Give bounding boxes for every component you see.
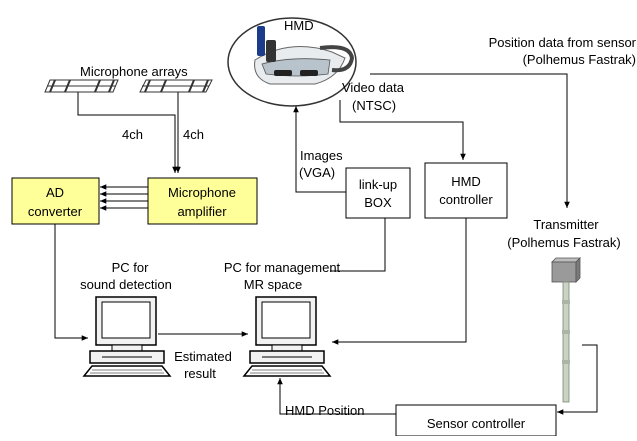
linkup-box bbox=[345, 167, 411, 219]
microphone-amplifier-label-1: Microphone bbox=[168, 185, 236, 200]
ad-to-pc-sound-line bbox=[54, 224, 88, 341]
mic-left-to-ad-line bbox=[77, 86, 178, 173]
linkup-to-pc-mgmt-line bbox=[330, 218, 386, 272]
pc-sound-label-1: PC for bbox=[112, 260, 150, 275]
microphone-array-left bbox=[44, 79, 119, 93]
estimated-result-label-1: Estimated bbox=[174, 349, 232, 364]
microphone-amplifier-label-2: amplifier bbox=[177, 204, 227, 219]
video-data-label-1: Video data bbox=[342, 80, 405, 95]
hmd-controller-label-2: controller bbox=[439, 192, 493, 207]
sensor-controller-label: Sensor controller bbox=[427, 416, 526, 431]
video-data-label-2: (NTSC) bbox=[352, 98, 396, 113]
pc-mgmt-label-1: PC for management bbox=[224, 260, 341, 275]
position-data-label-1: Position data from sensor bbox=[489, 35, 637, 50]
estimated-result-label-2: result bbox=[184, 366, 216, 381]
microphone-amplifier-box bbox=[147, 177, 258, 225]
connectors bbox=[54, 73, 598, 415]
stick-to-sensor-line bbox=[557, 344, 598, 415]
ad-converter-box bbox=[11, 177, 100, 225]
linkup-label-2: BOX bbox=[364, 195, 392, 210]
pc-mr-management-icon bbox=[242, 296, 332, 377]
sensor-controller-box bbox=[395, 404, 557, 437]
hmd-lens-left bbox=[274, 70, 292, 76]
transmitter-label-2: (Polhemus Fastrak) bbox=[507, 235, 620, 250]
hmd-strap bbox=[319, 45, 355, 73]
pc-sound-detection-icon bbox=[82, 296, 172, 377]
microphone-arrays-label: Microphone arrays bbox=[80, 64, 188, 79]
position-data-label-2: (Polhemus Fastrak) bbox=[523, 52, 636, 67]
pc-mgmt-label-2: MR space bbox=[244, 277, 303, 292]
hmd-controller-to-pc-mgmt-line bbox=[332, 218, 467, 345]
transmitter-label-1: Transmitter bbox=[533, 217, 599, 232]
ch-left-label: 4ch bbox=[122, 127, 143, 142]
images-label-2: (VGA) bbox=[299, 165, 335, 180]
microphone-array-right bbox=[139, 79, 213, 93]
ad-converter-label-1: AD bbox=[46, 185, 64, 200]
position-data-line bbox=[370, 73, 570, 208]
images-label-1: Images bbox=[300, 148, 343, 163]
transmitter-sensor bbox=[551, 257, 581, 403]
hmd-cable bbox=[257, 26, 265, 56]
ad-converter-label-2: converter bbox=[28, 204, 83, 219]
hmd-controller-label-1: HMD bbox=[451, 174, 481, 189]
hmd-controller-box bbox=[424, 162, 508, 219]
hmd-label: HMD bbox=[284, 18, 314, 33]
ch-right-label: 4ch bbox=[183, 127, 204, 142]
pc-sound-label-2: sound detection bbox=[80, 277, 172, 292]
transmitter-stand bbox=[562, 281, 570, 403]
hmd-camera bbox=[266, 40, 276, 62]
linkup-label-1: link-up bbox=[359, 177, 397, 192]
hmd-device bbox=[227, 17, 357, 107]
images-to-hmd-line bbox=[293, 106, 346, 193]
hmd-position-line bbox=[277, 378, 396, 415]
video-data-line bbox=[339, 100, 466, 160]
hmd-lens-right bbox=[300, 70, 318, 76]
hmd-position-label: HMD Position bbox=[285, 403, 364, 418]
